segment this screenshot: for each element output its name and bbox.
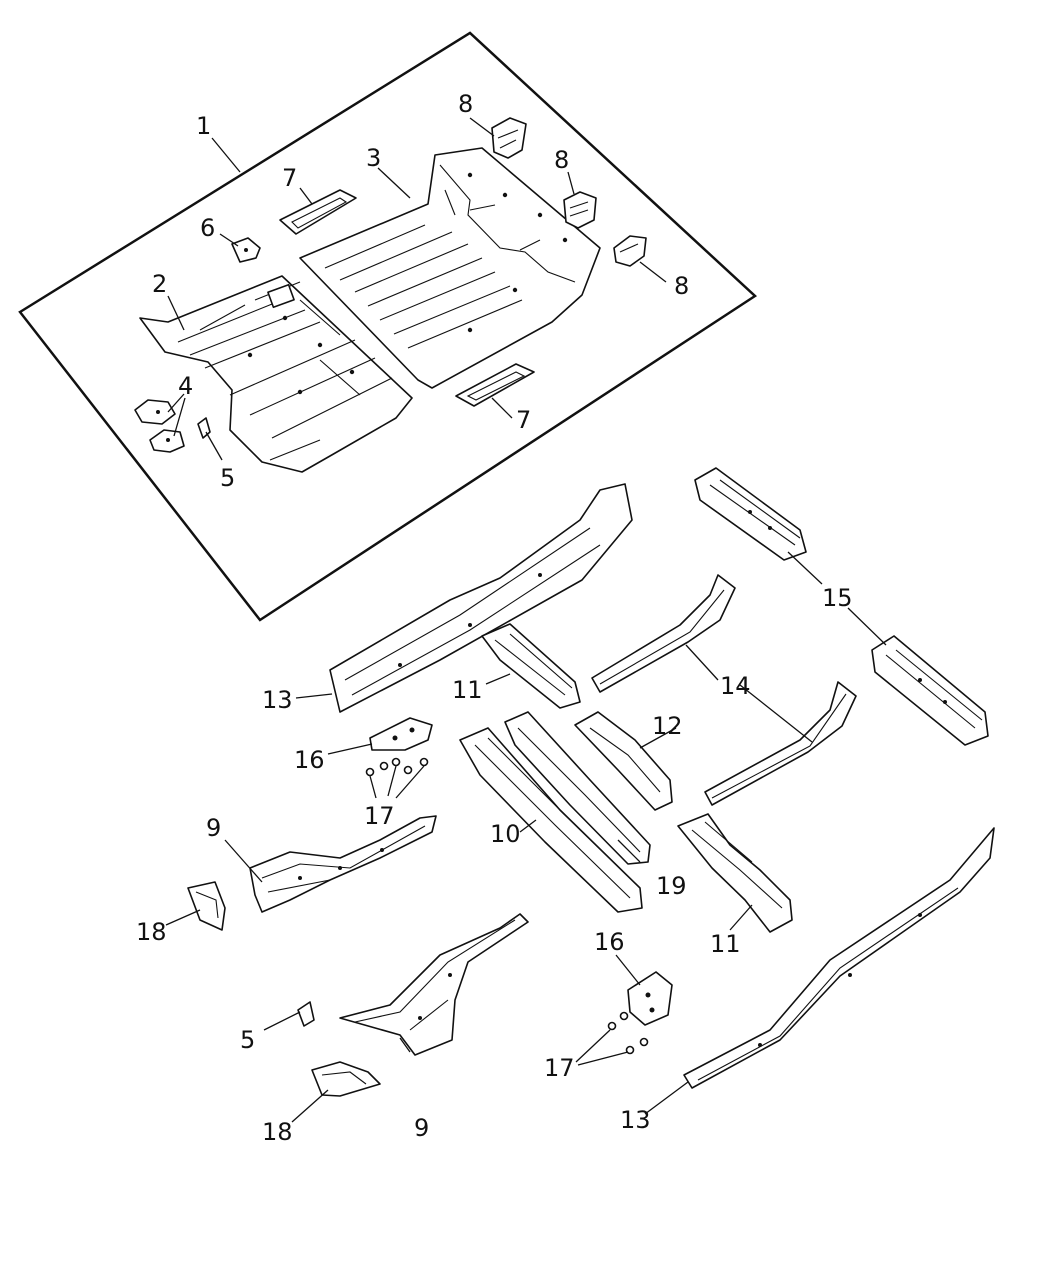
callout-18-bottom: 18	[262, 1118, 293, 1146]
callout-labels: 1 2 3 4 5 6 7 7 8 8 8 9 9 10 11 11 12 13…	[136, 90, 853, 1146]
floor-pan-assembly-frame	[18, 31, 758, 622]
callout-5-bottom: 5	[240, 1026, 255, 1054]
gusset-18-top-part	[187, 881, 226, 931]
bracket-8-top-part	[491, 117, 527, 159]
callout-8-top: 8	[458, 90, 473, 118]
callout-19: 19	[656, 872, 687, 900]
callout-11-bottom: 11	[710, 930, 741, 958]
callout-4: 4	[178, 372, 193, 400]
callout-5-top: 5	[220, 464, 235, 492]
gusset-18-bottom-part	[311, 1061, 381, 1097]
callout-13-top: 13	[262, 686, 293, 714]
bracket-6-part	[231, 237, 261, 263]
rail-10-part	[459, 727, 643, 913]
crossmember-14-bottom-part	[704, 681, 857, 806]
bracket-16-bottom-part	[627, 971, 673, 1026]
callout-8-right: 8	[674, 272, 689, 300]
sill-13-top-part	[329, 483, 633, 713]
callout-1: 1	[196, 112, 211, 140]
panel-12-part	[574, 711, 673, 811]
rail-11-bottom-part	[677, 813, 793, 933]
callout-2: 2	[152, 270, 167, 298]
callout-17-bottom: 17	[544, 1054, 575, 1082]
callout-11-top: 11	[452, 676, 483, 704]
front-floor-pan-part	[139, 275, 413, 473]
callout-18-top: 18	[136, 918, 167, 946]
rail-9-bottom-part	[339, 913, 529, 1056]
callout-13-bottom: 13	[620, 1106, 651, 1134]
callout-7-top: 7	[282, 164, 297, 192]
callout-9-top: 9	[206, 814, 221, 842]
callout-7-bottom: 7	[516, 406, 531, 434]
plate-7-bottom-part	[455, 363, 535, 407]
callout-8-middle: 8	[554, 146, 569, 174]
sill-13-bottom-part	[683, 827, 995, 1089]
bracket-8-right-part	[613, 235, 647, 267]
fasteners-17-top-part	[365, 757, 429, 777]
bracket-8-middle-part	[563, 191, 597, 229]
callout-6: 6	[200, 214, 215, 242]
rear-floor-pan-part	[299, 147, 601, 389]
callout-14: 14	[720, 672, 751, 700]
crossmember-15-top-part	[694, 467, 807, 561]
crossmember-14-top-part	[591, 574, 736, 693]
callout-12: 12	[652, 712, 683, 740]
pin-5-bottom-part	[297, 1001, 315, 1027]
callout-9-bottom: 9	[414, 1114, 429, 1142]
plate-7-top-part	[279, 189, 357, 235]
callout-16-top: 16	[294, 746, 325, 774]
callout-17-top: 17	[364, 802, 395, 830]
bracket-4-part	[134, 399, 185, 453]
callout-3: 3	[366, 144, 381, 172]
bracket-16-top-part	[369, 717, 433, 751]
rail-11-top-part	[481, 623, 581, 709]
rail-19-part	[504, 711, 651, 865]
callout-15: 15	[822, 584, 853, 612]
rail-9-top-part	[249, 815, 437, 913]
crossmember-15-bottom-part	[871, 635, 989, 746]
callout-10: 10	[490, 820, 521, 848]
leader-lines	[165, 117, 887, 1123]
callout-16-bottom: 16	[594, 928, 625, 956]
fasteners-17-bottom-part	[607, 1011, 649, 1055]
